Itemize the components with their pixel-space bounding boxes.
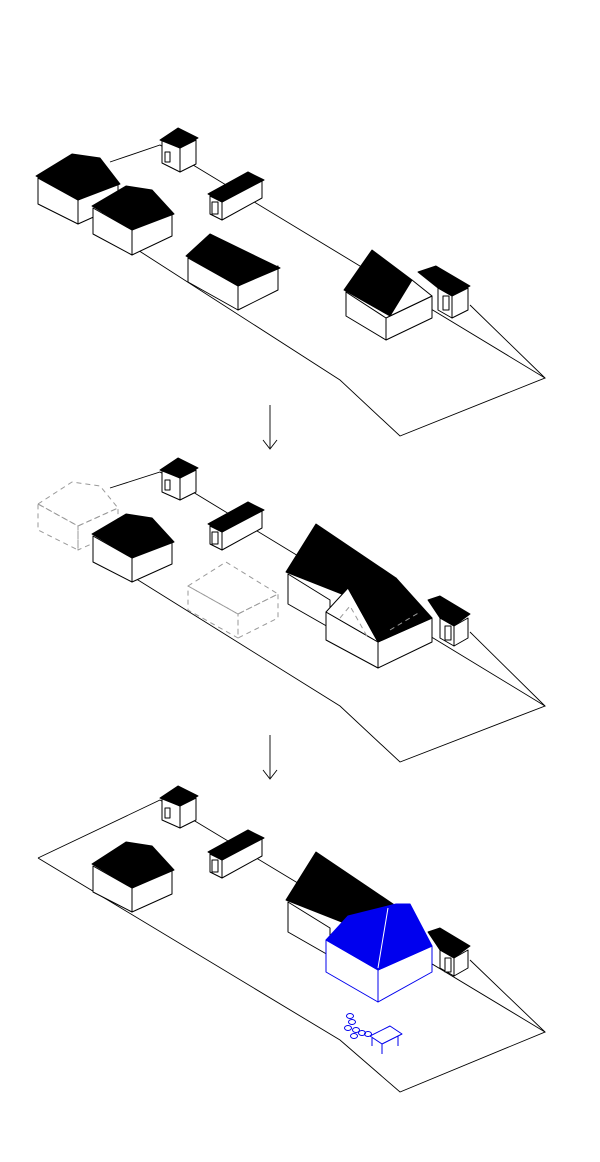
new-large-house (285, 851, 433, 1003)
small-shed (159, 457, 199, 501)
house-left-gable (35, 153, 121, 225)
terrain-outline (37, 799, 546, 1093)
stage-demolition (37, 457, 547, 763)
small-shed (159, 785, 199, 829)
barn (185, 233, 281, 311)
stage-existing-site (35, 127, 547, 437)
stage-final-proposal (37, 785, 546, 1093)
house-right-gable (343, 249, 433, 341)
long-pavilion (207, 829, 265, 879)
long-pavilion (207, 171, 265, 221)
new-large-house (285, 523, 433, 669)
annex-right (427, 595, 471, 647)
small-shed (159, 127, 199, 173)
long-pavilion (207, 501, 265, 551)
house-center-gable (91, 185, 175, 256)
arrow-down-icon (262, 735, 278, 780)
terrain-right-edge (469, 304, 546, 379)
arrow-down-icon (262, 405, 278, 450)
annex-right (417, 265, 471, 319)
house-center-gable (91, 513, 175, 583)
annex-right (427, 927, 471, 977)
house-center-gable (91, 841, 175, 913)
terrain-right-edge (469, 631, 546, 707)
new-garden-furniture (344, 1013, 403, 1054)
terrain-right-edge (469, 959, 546, 1033)
demolished-barn (187, 561, 279, 639)
terrain-outline (109, 471, 547, 763)
terrain-outline (109, 144, 547, 437)
